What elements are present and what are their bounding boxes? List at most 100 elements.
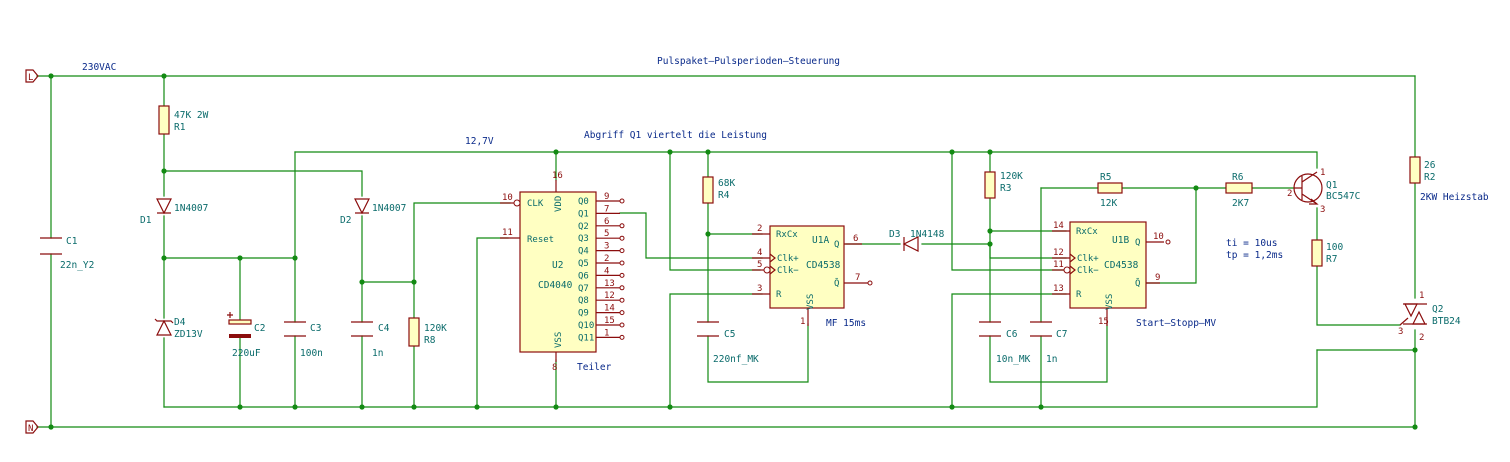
u2-pin-num: 14	[604, 304, 615, 314]
capacitor-C1	[40, 237, 62, 255]
q1-pin-3: 3	[1320, 205, 1325, 215]
ref-U1B: U1B	[1112, 235, 1129, 246]
u2-pin-name: Q9	[578, 309, 589, 319]
u2-pin-vss-name: VSS	[554, 332, 564, 348]
ic-U1B	[1052, 221, 1171, 326]
ic-U1A	[752, 225, 873, 326]
u2-pin-num: 4	[604, 266, 609, 276]
ref-D1: D1	[140, 215, 152, 226]
resistor-R1	[158, 105, 170, 135]
net-230vac: 230VAC	[82, 62, 116, 73]
title: Pulspaket–Pulsperioden–Steuerung	[657, 56, 840, 67]
ref-C1: C1	[66, 236, 78, 247]
val-R4: 68K	[718, 178, 735, 189]
capacitor-C7	[1030, 321, 1052, 337]
junctions	[48, 73, 1418, 430]
u2-pin-name: Q3	[578, 234, 589, 244]
val-C6: 10n_MK	[996, 354, 1031, 365]
label-L: L	[28, 73, 33, 83]
val-C1: 22n_Y2	[60, 260, 94, 271]
u1a-num-rxcx: 2	[757, 224, 762, 234]
u2-pin-num: 13	[604, 279, 615, 289]
zener-D4	[154, 318, 174, 336]
val-U1B: CD4538	[1104, 260, 1139, 271]
u2-pin-clk-num: 10	[502, 193, 513, 203]
u1a-pin-vss: VSS	[806, 294, 816, 310]
capacitor-C2	[227, 312, 252, 338]
u2-pin-terminal	[619, 248, 625, 254]
q1-pin-2: 2	[1287, 189, 1292, 199]
val-Q2: BTB24	[1432, 316, 1461, 327]
val-R7: 100	[1326, 242, 1343, 253]
u1b-pin-qbar: Q̄	[1135, 277, 1140, 289]
val-D4: ZD13V	[174, 329, 203, 340]
u2-pin-terminal	[619, 285, 625, 291]
ref-R8: R8	[424, 335, 436, 346]
note-heizstab: 2KW Heizstab	[1420, 192, 1489, 203]
resistor-R4	[702, 176, 714, 204]
u2-pin-name: Q7	[578, 284, 589, 294]
u2-pin-terminal	[619, 310, 625, 316]
u2-pin-num: 12	[604, 291, 615, 301]
ref-D4: D4	[174, 317, 186, 328]
u1b-num-r: 13	[1053, 284, 1064, 294]
u1a-num-vss: 1	[800, 317, 805, 327]
ref-U1A: U1A	[812, 235, 829, 246]
u2-pin-reset-num: 11	[502, 228, 513, 238]
u2-pin-name: Q10	[578, 321, 594, 331]
u1a-pin-qbar: Q̄	[834, 277, 839, 289]
ref-Q1: Q1	[1326, 180, 1338, 191]
ref-R4: R4	[718, 190, 730, 201]
ref-D3: D3	[889, 229, 900, 240]
u2-pin-name: Q11	[578, 333, 594, 343]
ref-C7: C7	[1056, 329, 1067, 340]
label-N: N	[28, 424, 33, 434]
u1b-pin-r: R	[1076, 290, 1082, 300]
note-mf: MF 15ms	[826, 318, 866, 329]
wires	[36, 75, 1416, 428]
capacitor-C6	[979, 321, 1001, 337]
u1b-pin-q: Q	[1135, 238, 1140, 248]
u2-pin-terminal	[619, 235, 625, 241]
note-teiler: Teiler	[577, 362, 612, 373]
u2-pin-num: 2	[604, 254, 609, 264]
val-C7: 1n	[1046, 354, 1057, 365]
terminal-N: N	[25, 420, 39, 434]
q2-pin-2: 2	[1419, 333, 1424, 343]
u1b-num-q: 10	[1153, 232, 1164, 242]
note-tp: tp = 1,2ms	[1226, 250, 1283, 261]
u1a-num-q: 6	[853, 234, 858, 244]
val-R1: 47K 2W	[174, 110, 209, 121]
val-R2: 26	[1424, 160, 1436, 171]
u2-pin-name: Q4	[578, 247, 589, 257]
ref-R1: R1	[174, 122, 186, 133]
ref-Q2: Q2	[1432, 304, 1443, 315]
u1b-pin-clkp: Clk+	[1077, 254, 1099, 264]
u1b-num-vss: 15	[1098, 317, 1109, 327]
capacitor-C4	[351, 321, 373, 337]
val-U2: CD4040	[538, 280, 573, 291]
diode-D1	[156, 198, 172, 215]
val-D2: 1N4007	[372, 203, 406, 214]
triac-Q2	[1399, 303, 1427, 326]
val-R6: 2K7	[1232, 198, 1249, 209]
q2-pin-1: 1	[1419, 291, 1424, 301]
val-D1: 1N4007	[174, 203, 208, 214]
resistor-R5	[1097, 182, 1123, 194]
ref-R7: R7	[1326, 254, 1337, 265]
u2-pin-vdd-name: VDD	[554, 196, 564, 212]
val-R8: 120K	[424, 323, 447, 334]
u2-pin-name: Q8	[578, 296, 589, 306]
terminal-L: L	[25, 69, 39, 83]
val-R5: 12K	[1100, 198, 1117, 209]
val-C4: 1n	[372, 348, 383, 359]
u2-pin-num: 1	[604, 328, 609, 338]
u1a-num-qbar: 7	[855, 273, 860, 283]
u2-pin-name: Q0	[578, 197, 589, 207]
u2-pin-num: 15	[604, 316, 615, 326]
u2-pin-name: Q2	[578, 222, 589, 232]
ref-U2: U2	[552, 260, 563, 271]
val-C3: 100n	[300, 348, 323, 359]
